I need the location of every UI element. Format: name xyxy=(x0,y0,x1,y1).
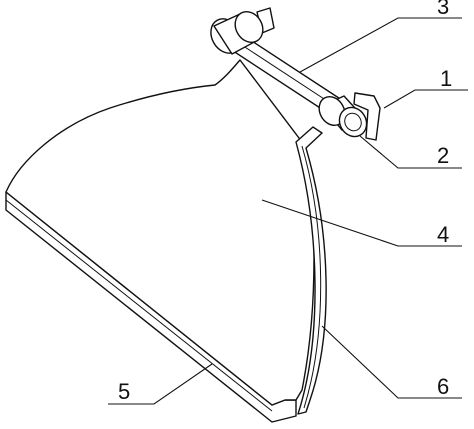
callout-2: 2 xyxy=(437,143,449,168)
callout-1: 1 xyxy=(440,66,452,91)
leader-1 xyxy=(383,89,468,109)
upper-collar xyxy=(210,7,275,55)
leader-lines xyxy=(108,17,468,405)
leader-4 xyxy=(261,199,462,247)
leader-5 xyxy=(108,363,213,405)
callout-3: 3 xyxy=(437,0,449,19)
leader-3 xyxy=(299,17,462,73)
curved-support-bar xyxy=(295,126,327,415)
leader-6 xyxy=(321,325,462,399)
plate-top-surface xyxy=(5,59,315,406)
callout-6: 6 xyxy=(437,374,449,399)
sleeve xyxy=(318,95,368,138)
callout-5: 5 xyxy=(118,379,130,404)
mount-bracket xyxy=(353,92,381,141)
callout-4: 4 xyxy=(437,222,449,247)
leader-2 xyxy=(359,135,462,169)
